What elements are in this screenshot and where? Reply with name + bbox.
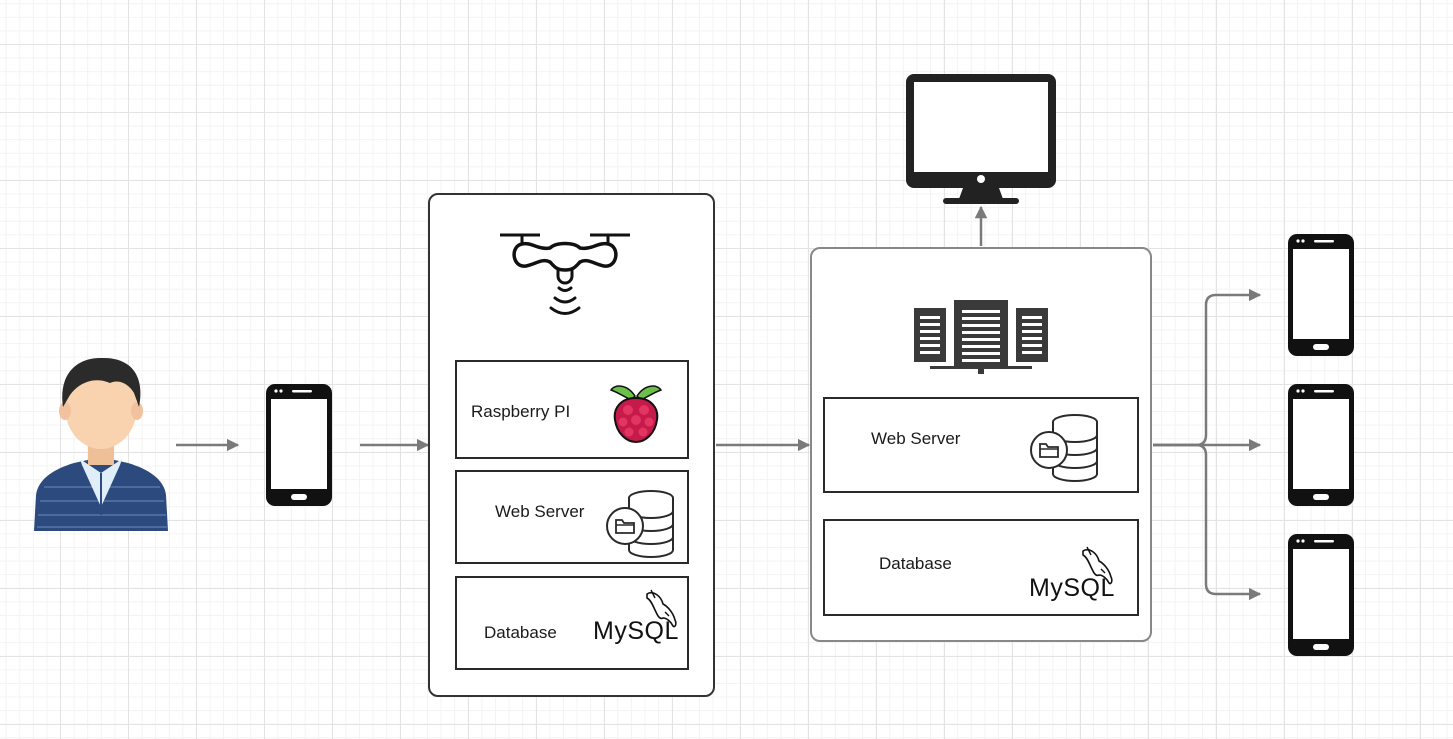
database-folder-icon (1030, 414, 1098, 482)
drone-mysql-text: MySQL (593, 617, 679, 645)
smartphone-icon (1288, 534, 1354, 656)
server-webserver-label: Web Server (871, 429, 961, 448)
monitor-icon (906, 74, 1056, 204)
edge-server-to-client-1 (1153, 288, 1262, 447)
client-phone-3 (1288, 534, 1354, 656)
user-node (30, 355, 172, 535)
smartphone-icon (1288, 384, 1354, 506)
server-node (912, 298, 1050, 374)
drone-database-label: Database (484, 623, 557, 642)
raspberry-pi-icon (609, 385, 663, 444)
client-phone-2 (1288, 384, 1354, 506)
edge-server-to-client-3 (1153, 443, 1262, 601)
drone-icon (500, 233, 630, 315)
client-phone-1 (1288, 234, 1354, 356)
user-phone (266, 384, 332, 506)
drone-node (500, 228, 630, 320)
drone-mysql-logo: MySQL (591, 588, 681, 648)
drone-webserver-box: Web Server (455, 470, 689, 564)
drone-webserver-label: Web Server (495, 502, 585, 521)
drone-database-box: Database MySQL (455, 576, 689, 670)
smartphone-icon (266, 384, 332, 506)
server-database-label: Database (879, 554, 952, 573)
smartphone-icon (1288, 234, 1354, 356)
server-webserver-box: Web Server (823, 397, 1139, 493)
server-mysql-logo: MySQL (1027, 545, 1117, 605)
user-avatar-icon (34, 357, 168, 531)
raspberry-pi-label: Raspberry PI (471, 402, 571, 421)
server-database-box: Database MySQL (823, 519, 1139, 616)
drone-raspberry-box: Raspberry PI (455, 360, 689, 459)
server-mysql-text: MySQL (1029, 574, 1115, 602)
server-rack-icon (914, 300, 1048, 374)
monitor-node (905, 73, 1057, 205)
database-folder-icon (606, 490, 674, 558)
